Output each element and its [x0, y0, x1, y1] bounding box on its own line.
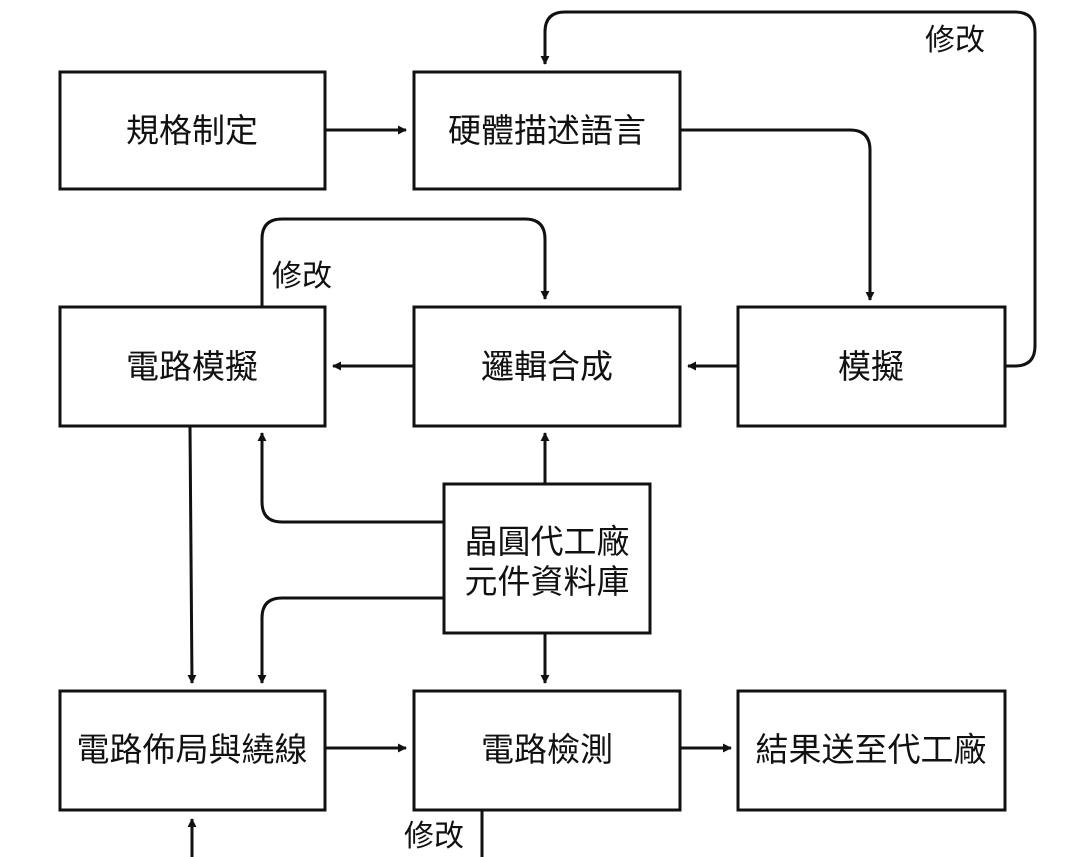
edge-circuitsim-to-synth-modify	[260, 217, 550, 307]
node-foundry-library-line1: 晶圓代工廠	[465, 522, 630, 561]
node-synth: 邏輯合成	[412, 305, 682, 428]
node-send: 結果送至代工廠	[736, 689, 1007, 812]
node-hdl-label: 硬體描述語言	[448, 111, 646, 150]
edge-label-modify-top: 修改	[925, 23, 985, 58]
node-send-label: 結果送至代工廠	[756, 730, 987, 769]
node-hdl: 硬體描述語言	[412, 70, 682, 191]
node-synth-label: 邏輯合成	[481, 347, 613, 386]
node-spec-label: 規格制定	[126, 111, 258, 150]
node-check-label: 電路檢測	[481, 730, 613, 769]
edges	[187, 10, 1037, 857]
node-sim: 模擬	[736, 305, 1007, 428]
node-check: 電路檢測	[412, 689, 682, 812]
node-layout: 電路佈局與繞線	[58, 689, 327, 812]
edge-hdl-to-sim	[680, 128, 875, 301]
node-layout-label: 電路佈局與繞線	[77, 730, 308, 769]
node-foundry-library: 晶圓代工廠 元件資料庫	[442, 482, 652, 635]
edge-label-modify-mid: 修改	[272, 259, 332, 294]
edge-label-modify-bottom: 修改	[404, 819, 464, 854]
edge-sim-to-hdl-modify	[540, 10, 1037, 368]
edge-circuitsim-to-layout	[187, 425, 197, 684]
edge-lib-to-layout	[257, 596, 444, 684]
node-spec: 規格制定	[58, 70, 327, 191]
node-circuit-sim-label: 電路模擬	[126, 347, 258, 386]
node-sim-label: 模擬	[838, 347, 904, 386]
node-foundry-library-line2: 元件資料庫	[465, 562, 630, 601]
edge-lib-to-circuitsim	[257, 432, 444, 524]
node-circuit-sim: 電路模擬	[58, 305, 327, 428]
